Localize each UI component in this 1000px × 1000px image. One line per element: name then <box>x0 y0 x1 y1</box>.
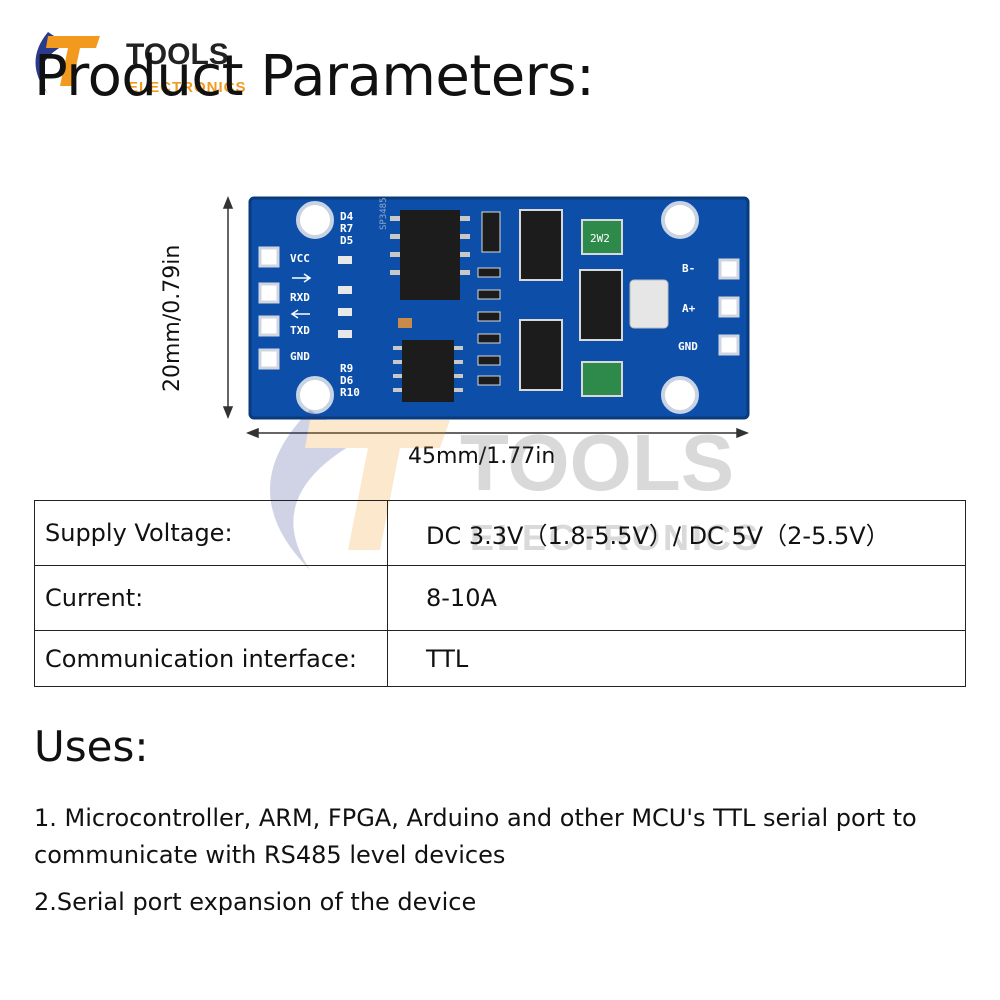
param-value: DC 3.3V（1.8-5.5V）/ DC 5V（2-5.5V） <box>387 500 966 566</box>
table-row: Supply Voltage: DC 3.3V（1.8-5.5V）/ DC 5V… <box>34 500 966 566</box>
silk-r9: R9 <box>340 362 353 375</box>
silk-d6: D6 <box>340 374 354 387</box>
dimension-height-line <box>222 195 234 420</box>
pin-label-txd: TXD <box>290 324 310 337</box>
right-pin-header <box>718 258 740 356</box>
chip-pins <box>390 216 470 275</box>
transceiver-chip <box>400 210 460 300</box>
pin-label-vcc: VCC <box>290 252 310 265</box>
direction-arrows-icon <box>290 273 312 319</box>
silk-d5: D5 <box>340 234 353 247</box>
page-title: Product Parameters: <box>34 44 595 109</box>
mount-hole <box>296 201 334 239</box>
uses-heading: Uses: <box>34 722 149 771</box>
rs485-module-image: VCC RXD TXD GND D4 R7 D5 R9 D6 R10 B- A+… <box>222 195 750 439</box>
mount-hole <box>296 376 334 414</box>
chip-marking: SP3485 <box>379 197 389 230</box>
fuse-marking: 2W2 <box>590 232 610 245</box>
mount-hole <box>661 376 699 414</box>
left-pin-header <box>258 246 280 370</box>
logo-t-icon <box>46 36 100 86</box>
pin-label-rxd: RXD <box>290 291 310 304</box>
param-key: Current: <box>34 565 388 631</box>
width-dimension-label: 45mm/1.77in <box>408 444 556 469</box>
param-value: TTL <box>387 630 966 687</box>
watermark-t-icon <box>305 420 450 550</box>
parameters-table: Supply Voltage: DC 3.3V（1.8-5.5V）/ DC 5V… <box>34 500 966 687</box>
table-row: Communication interface: TTL <box>34 630 966 687</box>
pin-label-a: A+ <box>682 302 696 315</box>
param-key: Communication interface: <box>34 630 388 687</box>
diode-d1 <box>481 211 501 253</box>
height-dimension-label: 20mm/0.79in <box>160 244 185 392</box>
resistor-array <box>477 267 501 386</box>
mount-hole <box>661 201 699 239</box>
param-value: 8-10A <box>387 565 966 631</box>
silk-d4: D4 <box>340 210 354 223</box>
silk-r7: R7 <box>340 222 353 235</box>
brand-logo: TOOLS ELECTRONICS <box>35 32 247 96</box>
pin-label-gnd: GND <box>290 350 310 363</box>
dimension-width-line <box>245 427 750 439</box>
status-leds <box>338 256 352 338</box>
logo-brand-text: TOOLS <box>126 38 229 71</box>
pcb-board <box>248 196 750 420</box>
tvs-diodes <box>519 209 623 391</box>
param-key: Supply Voltage: <box>34 500 388 566</box>
logo-sub-text: ELECTRONICS <box>128 79 247 96</box>
uses-list: 1. Microcontroller, ARM, FPGA, Arduino a… <box>34 800 974 931</box>
pin-label-gnd-right: GND <box>678 340 698 353</box>
list-item: 1. Microcontroller, ARM, FPGA, Arduino a… <box>34 804 917 869</box>
gas-discharge-tube <box>629 279 669 329</box>
list-item: 2.Serial port expansion of the device <box>34 888 477 916</box>
capacitor <box>398 318 412 328</box>
table-row: Current: 8-10A <box>34 565 966 631</box>
secondary-chip <box>402 340 454 402</box>
watermark-brand-text: TOOLS <box>460 418 734 507</box>
pin-label-b: B- <box>682 262 695 275</box>
fuses <box>581 219 623 397</box>
silk-r10: R10 <box>340 386 360 399</box>
